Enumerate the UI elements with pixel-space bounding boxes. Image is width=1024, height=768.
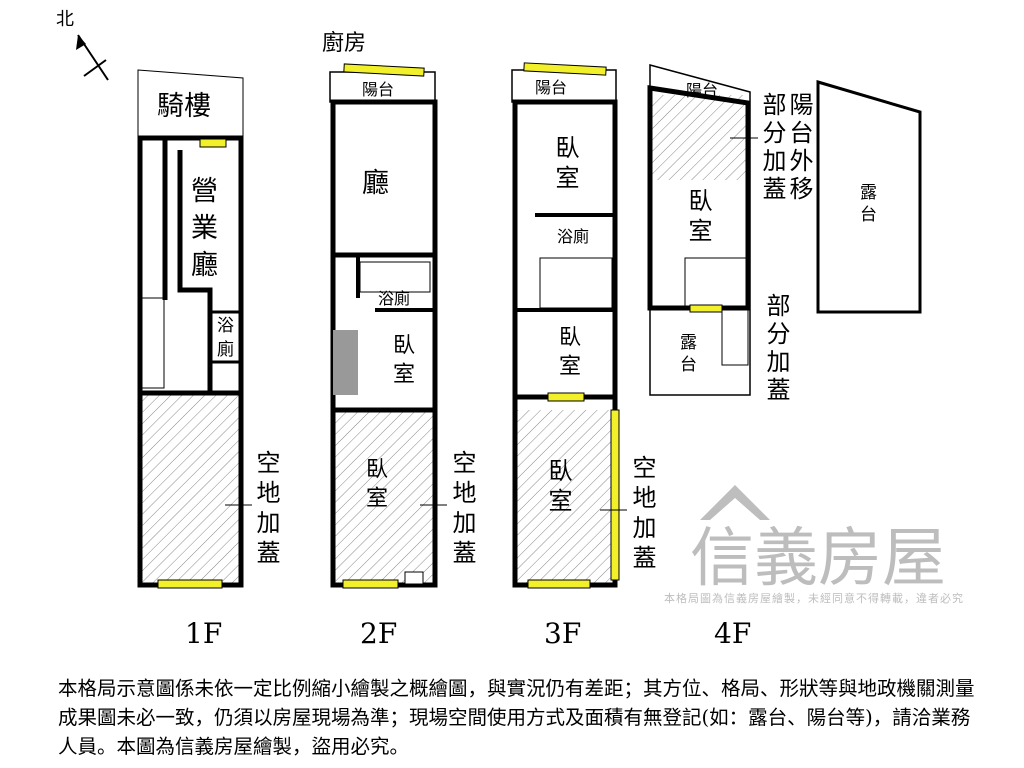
- room-label-bedroom: 臥室: [389, 333, 414, 391]
- north-arrow-icon: 北: [56, 9, 109, 81]
- room-label-bedroom: 臥室: [544, 458, 572, 518]
- room-label: 浴廁: [557, 227, 589, 246]
- floor-label-1f: 1F: [185, 617, 222, 650]
- room-label-bedroom: 臥室: [362, 457, 387, 515]
- watermark-logo: 信義房屋: [690, 522, 946, 596]
- logo-icon: [700, 485, 770, 520]
- room-label: 陽台: [362, 80, 394, 99]
- room-label-bedroom: 臥室: [551, 135, 579, 195]
- watermark: 信義房屋 本格局圖為信義房屋繪製，未經同意不得轉載，違者必究: [664, 485, 964, 605]
- annex-label-4f-bottom: 部分加蓋: [762, 293, 790, 405]
- room-label-bedroom: 臥室: [684, 188, 712, 248]
- floor-1f: 騎樓 1F: [137, 69, 252, 650]
- room-label-sales-hall: 營業廳: [186, 176, 217, 287]
- floor-label-4f: 4F: [714, 617, 751, 650]
- annex-label-4f-top: 部分加蓋: [758, 92, 786, 204]
- room-label-bathroom: 浴廁: [213, 316, 233, 364]
- disclaimer: 本格局示意圖係未依一定比例縮小繪製之概繪圖，與實況仍有差距；其方位、格局、形狀等…: [58, 677, 975, 758]
- room-label: 浴廁: [378, 289, 410, 308]
- room-label-bedroom: 臥室: [555, 325, 580, 383]
- floor-label-2f: 2F: [360, 617, 397, 650]
- room-label-terrace: 露台: [676, 333, 696, 377]
- floor-4f: 陽台 4F: [647, 64, 922, 650]
- room-label-terrace: 露台: [856, 183, 876, 227]
- north-label: 北: [56, 9, 74, 30]
- room-label: 廚房: [322, 31, 366, 56]
- floor-2f: 廚房 陽台 廳 浴廁 2F: [322, 31, 447, 650]
- annex-label-2f: 空地加蓋: [448, 450, 476, 570]
- room-label: 騎樓: [157, 91, 211, 122]
- annex-label-3f: 空地加蓋: [628, 455, 656, 575]
- floor-3f: 陽台 浴廁 3F: [511, 62, 627, 650]
- annex-label-1f: 空地加蓋: [252, 450, 280, 570]
- room-label: 陽台: [686, 81, 718, 100]
- watermark-text: 本格局圖為信義房屋繪製，未經同意不得轉載，違者必究: [664, 591, 964, 605]
- room-label: 廳: [362, 168, 389, 199]
- floor-label-3f: 3F: [544, 617, 581, 650]
- room-label: 陽台: [535, 78, 567, 97]
- annex-label-4f-balcony-moved: 陽台外移: [785, 92, 813, 204]
